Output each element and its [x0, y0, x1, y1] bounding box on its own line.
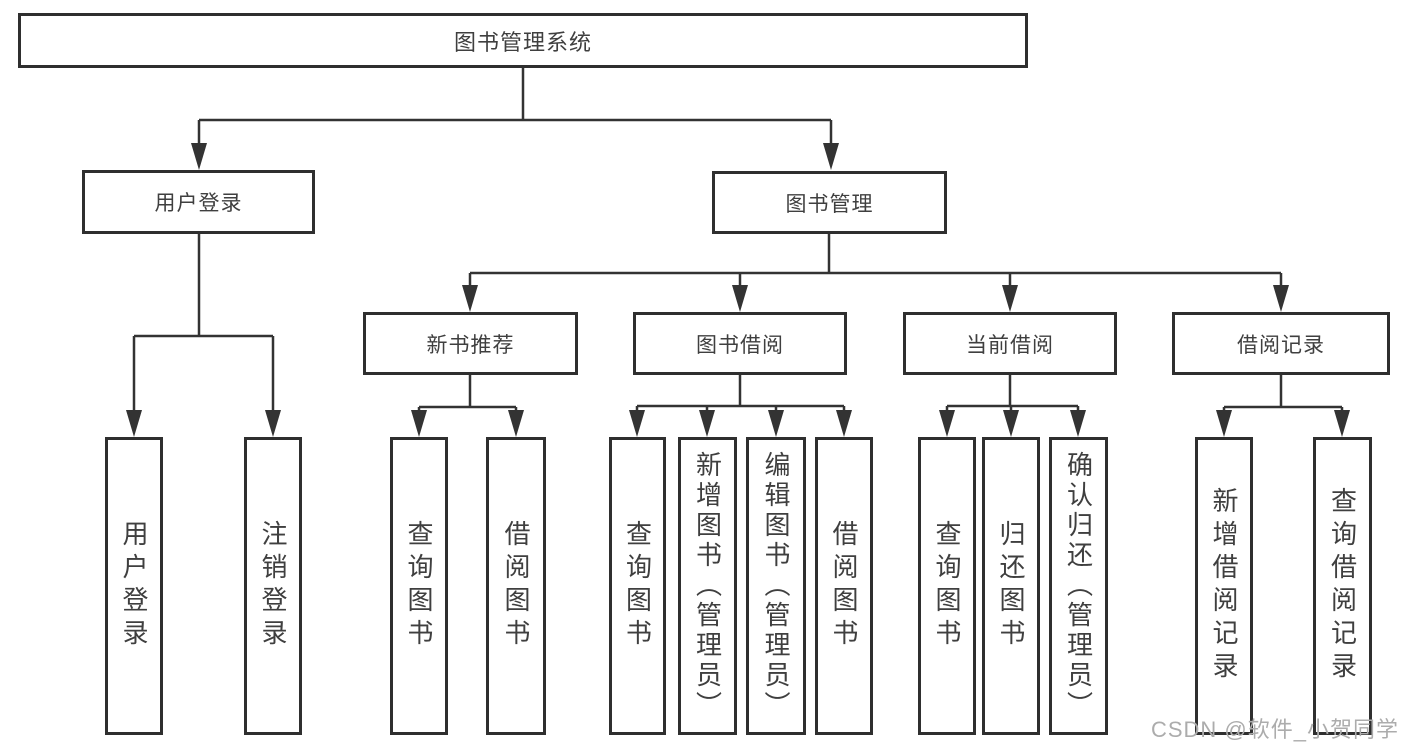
- leaf-query-books-2: 查询图书: [609, 437, 666, 735]
- leaf-add-borrow-record-label: 新增借阅记录: [1209, 487, 1239, 685]
- leaf-query-borrow-record: 查询借阅记录: [1313, 437, 1372, 735]
- leaf-user-login: 用户登录: [105, 437, 163, 735]
- leaf-query-books-2-label: 查询图书: [622, 520, 653, 652]
- node-new-book-recommend: 新书推荐: [363, 312, 578, 375]
- csdn-watermark: CSDN @软件_小贺同学: [1150, 717, 1399, 742]
- leaf-logout: 注销登录: [244, 437, 302, 735]
- leaf-borrow-books-2: 借阅图书: [815, 437, 873, 735]
- leaf-add-borrow-record: 新增借阅记录: [1195, 437, 1253, 735]
- leaf-add-book-admin-label: 新增图书（管理员）: [692, 451, 723, 721]
- node-root: 图书管理系统: [18, 13, 1028, 68]
- leaf-edit-book-admin: 编辑图书（管理员）: [746, 437, 806, 735]
- leaf-borrow-books-1-label: 借阅图书: [501, 520, 531, 652]
- node-current-borrow: 当前借阅: [903, 312, 1117, 375]
- leaf-user-login-label: 用户登录: [119, 520, 149, 652]
- leaf-add-book-admin: 新增图书（管理员）: [678, 437, 737, 735]
- leaf-borrow-books-1: 借阅图书: [486, 437, 546, 735]
- node-user-login: 用户登录: [82, 170, 315, 234]
- leaf-query-books-1-label: 查询图书: [404, 520, 434, 652]
- leaf-edit-book-admin-label: 编辑图书（管理员）: [761, 451, 791, 721]
- node-book-management: 图书管理: [712, 171, 947, 234]
- arrowheads: [126, 143, 1350, 437]
- node-book-borrow: 图书借阅: [633, 312, 847, 375]
- leaf-return-books-label: 归还图书: [996, 520, 1026, 652]
- leaf-borrow-books-2-label: 借阅图书: [829, 520, 859, 652]
- leaf-confirm-return-admin-label: 确认归还（管理员）: [1063, 451, 1094, 721]
- leaf-return-books: 归还图书: [982, 437, 1040, 735]
- node-borrow-records: 借阅记录: [1172, 312, 1390, 375]
- leaf-query-books-1: 查询图书: [390, 437, 448, 735]
- leaf-query-books-3-label: 查询图书: [932, 520, 962, 652]
- leaf-query-borrow-record-label: 查询借阅记录: [1327, 487, 1358, 685]
- leaf-logout-label: 注销登录: [258, 520, 288, 652]
- leaf-confirm-return-admin: 确认归还（管理员）: [1049, 437, 1108, 735]
- leaf-query-books-3: 查询图书: [918, 437, 976, 735]
